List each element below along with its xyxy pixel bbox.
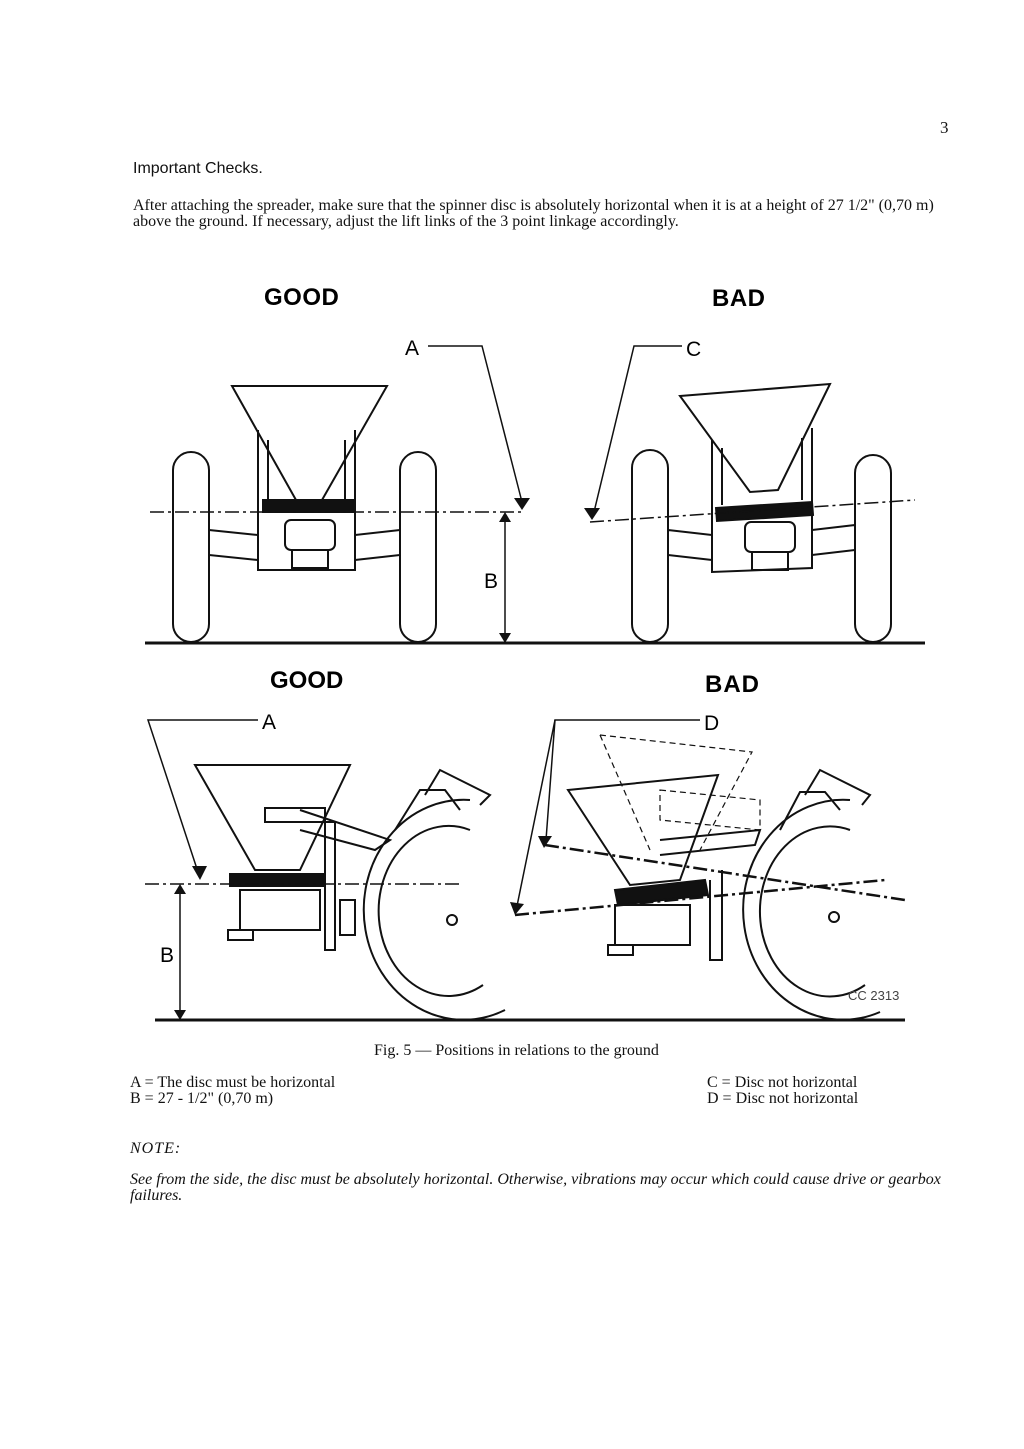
label-c: C <box>686 338 701 361</box>
side-view-good <box>145 719 905 1022</box>
figure-caption: Fig. 5 — Positions in relations to the g… <box>374 1042 659 1059</box>
label-b-bottom: B <box>160 944 174 967</box>
label-a-top: A <box>405 337 419 360</box>
legend-b: B = 27 - 1/2" (0,70 m) <box>130 1090 274 1107</box>
label-bottom-good: GOOD <box>270 667 343 694</box>
rear-view-good <box>145 345 925 645</box>
label-bottom-bad: BAD <box>705 671 760 698</box>
legend-d: D = Disc not horizontal <box>707 1090 859 1107</box>
label-a-bottom: A <box>262 711 276 734</box>
label-d: D <box>704 712 719 735</box>
legend-a: A = The disc must be horizontal <box>130 1074 336 1091</box>
section-heading: Important Checks. <box>133 160 263 177</box>
intro-paragraph: After attaching the spreader, make sure … <box>133 197 934 230</box>
side-view-bad <box>510 719 906 1021</box>
figure-code: CC 2313 <box>848 988 899 1003</box>
note-body: See from the side, the disc must be abso… <box>130 1171 941 1204</box>
page-number: 3 <box>940 118 949 137</box>
label-top-bad: BAD <box>712 285 766 312</box>
label-b-top: B <box>484 570 498 593</box>
label-top-good: GOOD <box>264 284 339 311</box>
note-title: NOTE: <box>130 1140 182 1157</box>
rear-view-bad <box>584 345 916 643</box>
legend-c: C = Disc not horizontal <box>707 1074 858 1091</box>
